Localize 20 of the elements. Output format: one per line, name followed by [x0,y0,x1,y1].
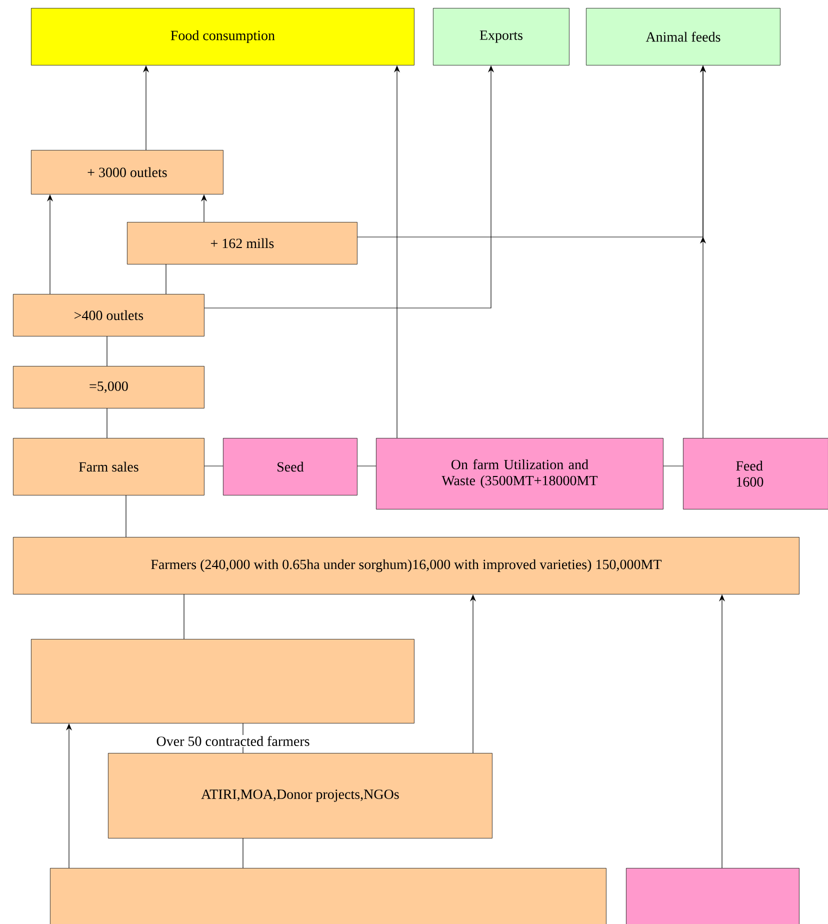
flow-box: Exports [433,8,570,66]
flow-box: Farmers (240,000 with 0.65ha under sorghum)16,000 with improved varieties) 150,000MT [13,537,800,594]
flow-box: Seed [223,438,358,496]
edge-label: Over 50 contracted farmers [155,735,311,747]
flow-box: + 3000 outlets [31,150,224,194]
flow-box: Animal feeds [586,8,780,66]
connector-line [106,408,108,438]
connector-line [106,336,108,366]
flow-box: Food consumption [31,8,414,66]
connector-line [242,838,244,868]
empty-box [626,868,800,924]
flow-box: >400 outlets [13,294,204,336]
flow-box: + 162 mills [127,222,358,264]
flow-box: On farm Utilization and Waste (3500MT+18000MT [376,438,664,510]
flow-box: ATIRI,MOA,Donor projects,NGOs [108,753,492,838]
empty-box [50,868,606,924]
flow-box: Farm sales [13,438,204,496]
flow-box: Feed 1600 [683,438,828,510]
flow-box: =5,000 [13,366,204,408]
empty-box [31,639,414,724]
